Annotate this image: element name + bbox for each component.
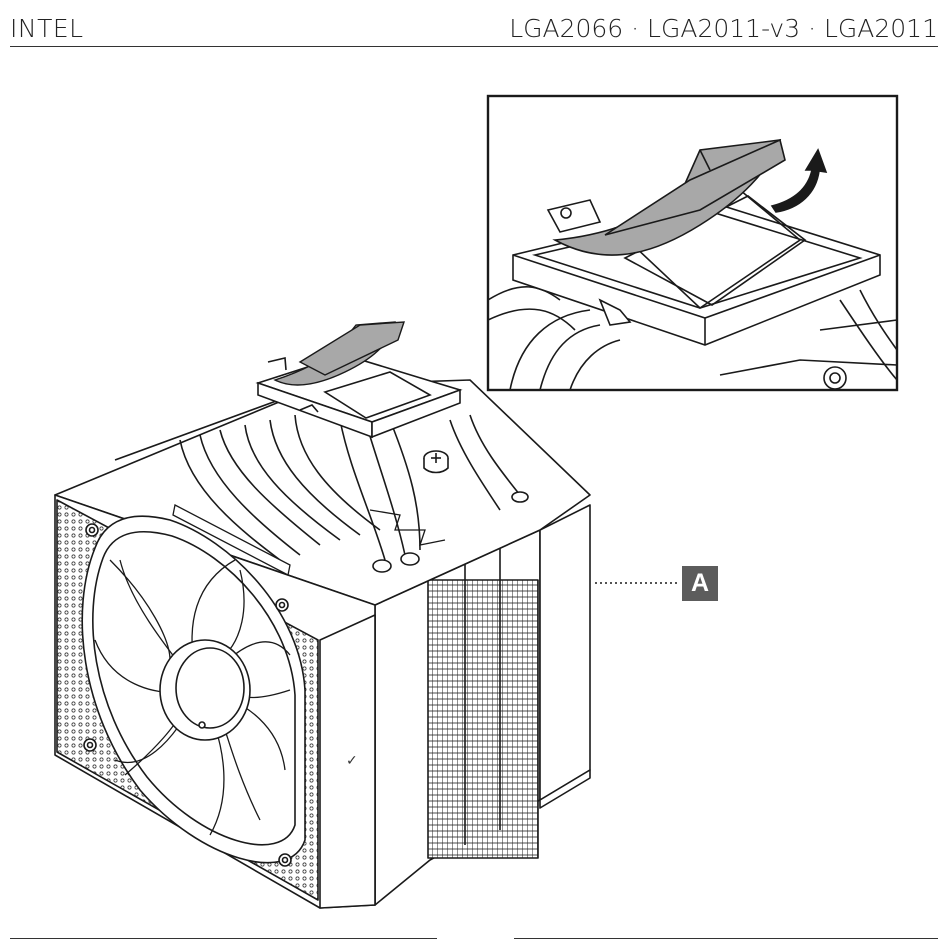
fan-hub-icon <box>160 640 250 740</box>
mounting-screw-icon <box>424 451 448 473</box>
footer-divider-right <box>514 938 938 939</box>
footer-divider-left <box>10 938 437 939</box>
svg-text:✓: ✓ <box>346 753 358 769</box>
page-header: INTEL LGA2066 · LGA2011-v3 · LGA2011 <box>0 0 950 48</box>
socket-list: LGA2066 · LGA2011-v3 · LGA2011 <box>509 14 938 43</box>
detail-inset <box>488 96 897 390</box>
cooler-body: ✓ <box>55 380 590 908</box>
heatsink-fins <box>428 580 538 858</box>
callout-label-a: A <box>682 566 718 601</box>
brand-title: INTEL <box>10 14 84 43</box>
cpu-cooler-illustration: ✓ <box>0 50 950 930</box>
header-divider <box>10 46 938 47</box>
